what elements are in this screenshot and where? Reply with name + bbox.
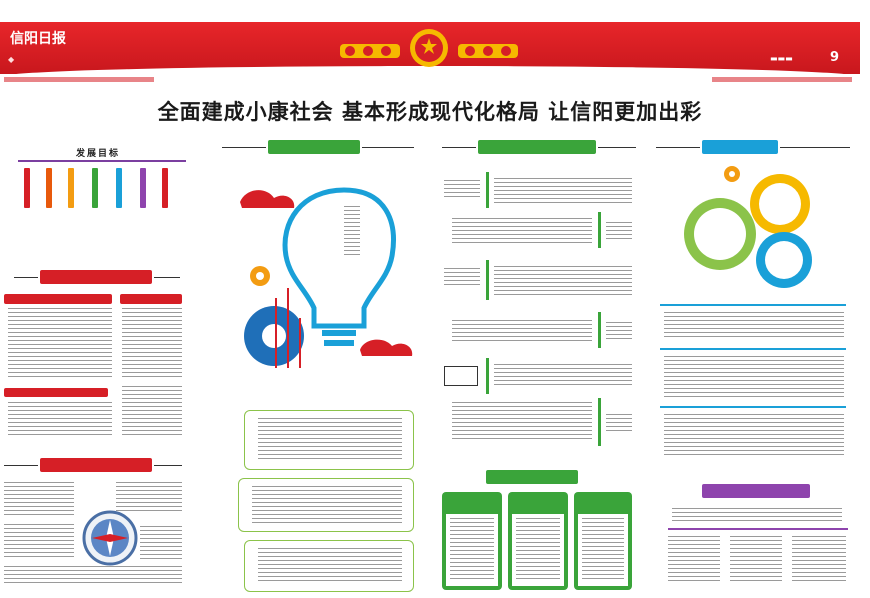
gears-illustration (684, 166, 812, 288)
divider (222, 147, 266, 148)
divider (656, 147, 700, 148)
body-text-block (664, 356, 844, 400)
section-overview-title: 发展目标 (76, 149, 121, 159)
overview-rule (18, 160, 186, 162)
section-tag-7 (702, 484, 810, 498)
text-box-2 (238, 478, 414, 532)
red-subhead-bar (4, 388, 108, 397)
decorative-flags-left-icon (340, 44, 400, 58)
main-title: 全面建成小康社会 基本形成现代化格局 让信阳更加出彩 (157, 99, 703, 124)
divider (362, 147, 414, 148)
card-body (446, 514, 498, 586)
bulb-caption (344, 206, 360, 256)
page-number: 9 (830, 50, 840, 65)
body-text-block (116, 482, 182, 512)
red-subhead-bar (120, 294, 182, 304)
body-text-block (258, 548, 402, 584)
masthead: 信阳日报 (10, 31, 66, 47)
section-tag-4 (478, 140, 596, 154)
red-subhead-bar (4, 294, 112, 304)
body-text-block (664, 414, 844, 458)
divider (154, 277, 180, 278)
divider (598, 147, 636, 148)
body-text-block (4, 524, 74, 558)
text-box-1 (244, 410, 414, 470)
body-text-block (672, 508, 842, 524)
edition-line-icon: ▬▬▬ (770, 54, 793, 63)
body-text-block (4, 482, 74, 516)
body-text-block (792, 536, 846, 584)
card-body (578, 514, 628, 586)
blue-rule (660, 348, 846, 350)
divider (4, 465, 38, 466)
body-text-block (140, 526, 182, 560)
blue-rule (660, 304, 846, 306)
text-box-3 (244, 540, 414, 592)
section-tag-3 (268, 140, 360, 154)
divider (442, 147, 476, 148)
purple-rule (668, 528, 848, 530)
body-text-block (258, 418, 402, 462)
body-text-block (122, 386, 182, 438)
info-bar-left (4, 77, 154, 82)
decorative-flags-right-icon (458, 44, 518, 58)
body-text-block (252, 486, 402, 526)
body-text-block (8, 308, 112, 380)
masthead-sub-icon: ◆ (8, 55, 15, 64)
section-tag-1 (40, 270, 152, 284)
body-text-block (668, 536, 720, 584)
info-bar-right (712, 77, 852, 82)
lightbulb-gears-illustration (240, 187, 413, 368)
body-text-block (4, 566, 182, 586)
divider (154, 465, 182, 466)
section-tag-6 (702, 140, 778, 154)
section-tag-5 (486, 470, 578, 484)
divider (780, 147, 850, 148)
compass-icon (82, 510, 138, 566)
national-emblem-icon (410, 29, 448, 67)
body-text-block (8, 402, 112, 438)
blue-rule (660, 406, 846, 408)
body-text-block (730, 536, 782, 584)
section-tag-2 (40, 458, 152, 472)
body-text-block (122, 308, 182, 380)
body-text-block (664, 312, 844, 340)
card-body (512, 514, 564, 586)
divider (14, 277, 38, 278)
